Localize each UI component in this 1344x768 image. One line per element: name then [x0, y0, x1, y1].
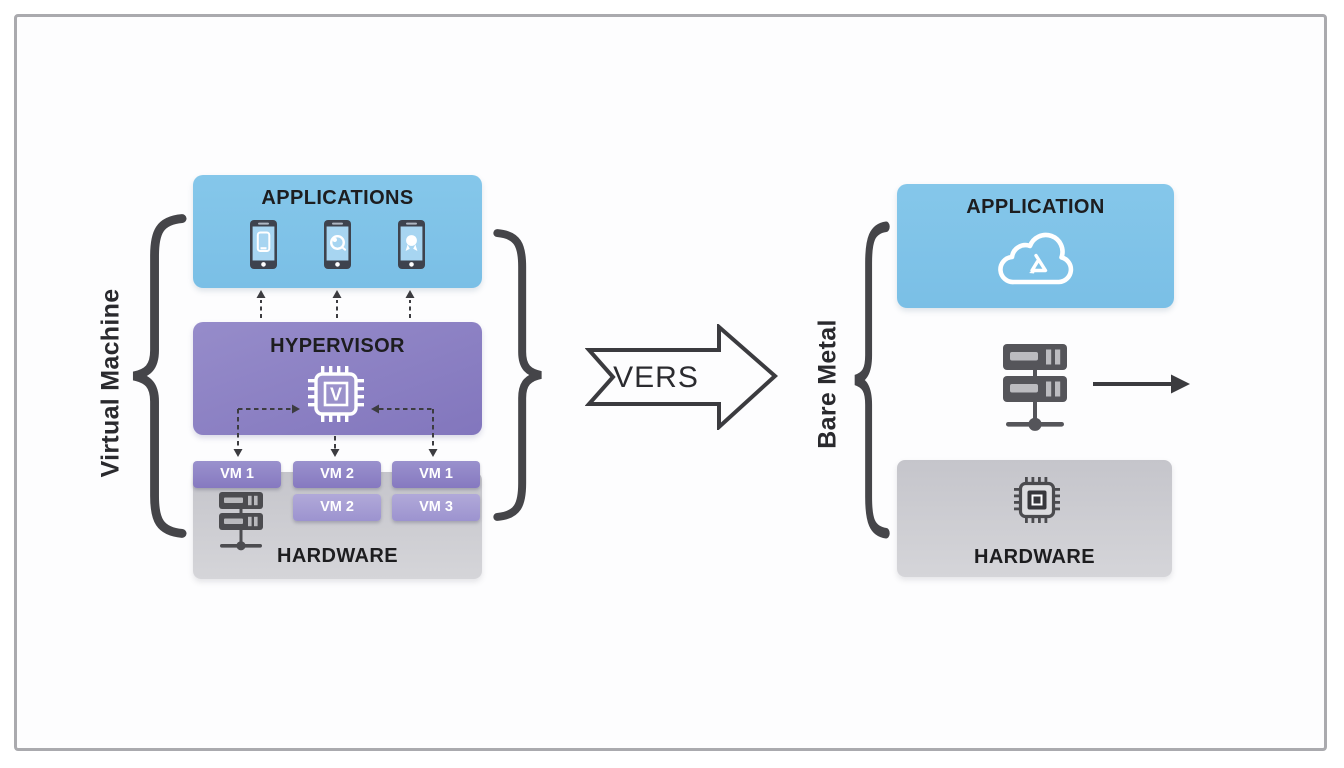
- vm-chip: VM 1: [392, 461, 480, 488]
- phone-sync-icon: [324, 220, 351, 269]
- hypervisor-title: HYPERVISOR: [270, 335, 405, 357]
- apps-up-arrows: [193, 288, 482, 321]
- cloud-delta-icon: [992, 232, 1080, 290]
- left-server-icon: [213, 492, 269, 552]
- right-arrow-icon: [1093, 372, 1191, 396]
- application-box: [897, 184, 1174, 308]
- applications-title: APPLICATIONS: [261, 187, 414, 209]
- bare-metal-label: Bare Metal: [813, 319, 842, 449]
- application-title: APPLICATION: [966, 196, 1105, 218]
- left-close-brace-icon: [492, 210, 547, 540]
- vm-chip: VM 2: [293, 461, 381, 488]
- left-open-brace-icon: [127, 211, 188, 541]
- hypervisor-chip-letter: V: [329, 384, 343, 405]
- phone-badge-icon: [398, 220, 425, 269]
- phone-tablet-icon: [250, 220, 277, 269]
- vm-chip: VM 2: [293, 494, 381, 521]
- hypervisor-chip-icon: [307, 365, 365, 423]
- right-hardware-box: [897, 460, 1172, 577]
- virtual-machine-label: Virtual Machine: [96, 288, 125, 478]
- right-chip-icon: [1013, 476, 1061, 524]
- versus-arrow: [585, 324, 779, 430]
- versus-label: VERS: [613, 361, 699, 394]
- vm-chip: VM 3: [392, 494, 480, 521]
- right-server-icon: [995, 342, 1075, 436]
- right-open-brace-icon: [851, 221, 890, 539]
- hypervisor-vm-connectors: [193, 400, 482, 462]
- right-hardware-title: HARDWARE: [974, 546, 1095, 568]
- vm-chip: VM 1: [193, 461, 281, 488]
- left-hardware-title: HARDWARE: [277, 545, 398, 567]
- applications-phones: [193, 220, 482, 269]
